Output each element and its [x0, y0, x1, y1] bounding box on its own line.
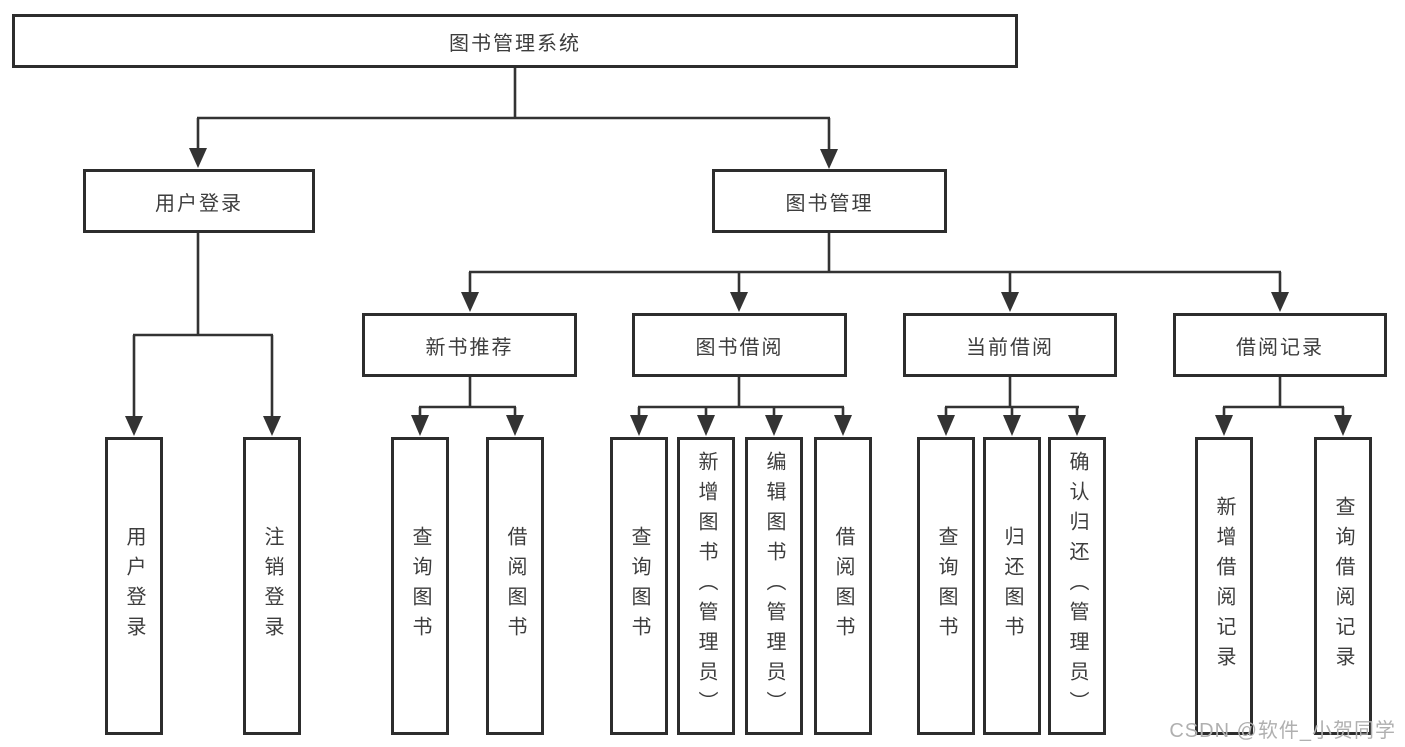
node-query-books-recommend-label: 查询图书 [409, 526, 431, 646]
node-root: 图书管理系统 [12, 14, 1018, 68]
node-current-borrowing-label: 当前借阅 [966, 336, 1054, 359]
node-borrow-books-borrowing-label: 借阅图书 [832, 526, 854, 646]
node-query-books-recommend: 查询图书 [391, 437, 449, 735]
node-root-label: 图书管理系统 [449, 32, 581, 55]
node-book-management: 图书管理 [712, 169, 947, 233]
node-edit-books-admin: 编辑图书（管理员） [745, 437, 803, 735]
csdn-watermark: CSDN @软件_小贺同学 [1169, 720, 1396, 742]
node-confirm-return-admin: 确认归还（管理员） [1048, 437, 1106, 735]
node-add-books-admin-label: 新增图书（管理员） [695, 451, 717, 721]
node-query-borrow-record: 查询借阅记录 [1314, 437, 1372, 735]
node-user-login-group-label: 用户登录 [155, 192, 243, 215]
node-book-borrowing: 图书借阅 [632, 313, 847, 377]
node-query-books-borrowing: 查询图书 [610, 437, 668, 735]
node-query-books-current-label: 查询图书 [935, 526, 957, 646]
node-borrow-books-recommend: 借阅图书 [486, 437, 544, 735]
node-user-login: 用户登录 [105, 437, 163, 735]
node-return-books: 归还图书 [983, 437, 1041, 735]
node-current-borrowing: 当前借阅 [903, 313, 1117, 377]
node-logout: 注销登录 [243, 437, 301, 735]
node-book-management-label: 图书管理 [785, 192, 874, 215]
node-borrowing-records: 借阅记录 [1173, 313, 1387, 377]
node-book-borrowing-label: 图书借阅 [695, 336, 784, 359]
node-query-books-current: 查询图书 [917, 437, 975, 735]
node-confirm-return-admin-label: 确认归还（管理员） [1066, 451, 1088, 721]
node-add-books-admin: 新增图书（管理员） [677, 437, 735, 735]
node-add-borrow-record-label: 新增借阅记录 [1213, 496, 1235, 676]
node-query-borrow-record-label: 查询借阅记录 [1332, 496, 1354, 676]
node-borrow-books-recommend-label: 借阅图书 [504, 526, 526, 646]
node-add-borrow-record: 新增借阅记录 [1195, 437, 1253, 735]
node-borrow-books-borrowing: 借阅图书 [814, 437, 872, 735]
node-return-books-label: 归还图书 [1001, 526, 1023, 646]
node-borrowing-records-label: 借阅记录 [1236, 336, 1324, 359]
node-user-login-group: 用户登录 [83, 169, 315, 233]
node-new-book-recommend-label: 新书推荐 [425, 336, 514, 359]
node-user-login-label: 用户登录 [123, 526, 145, 646]
node-new-book-recommend: 新书推荐 [362, 313, 577, 377]
node-logout-label: 注销登录 [261, 526, 283, 646]
node-edit-books-admin-label: 编辑图书（管理员） [763, 451, 785, 721]
node-query-books-borrowing-label: 查询图书 [628, 526, 650, 646]
